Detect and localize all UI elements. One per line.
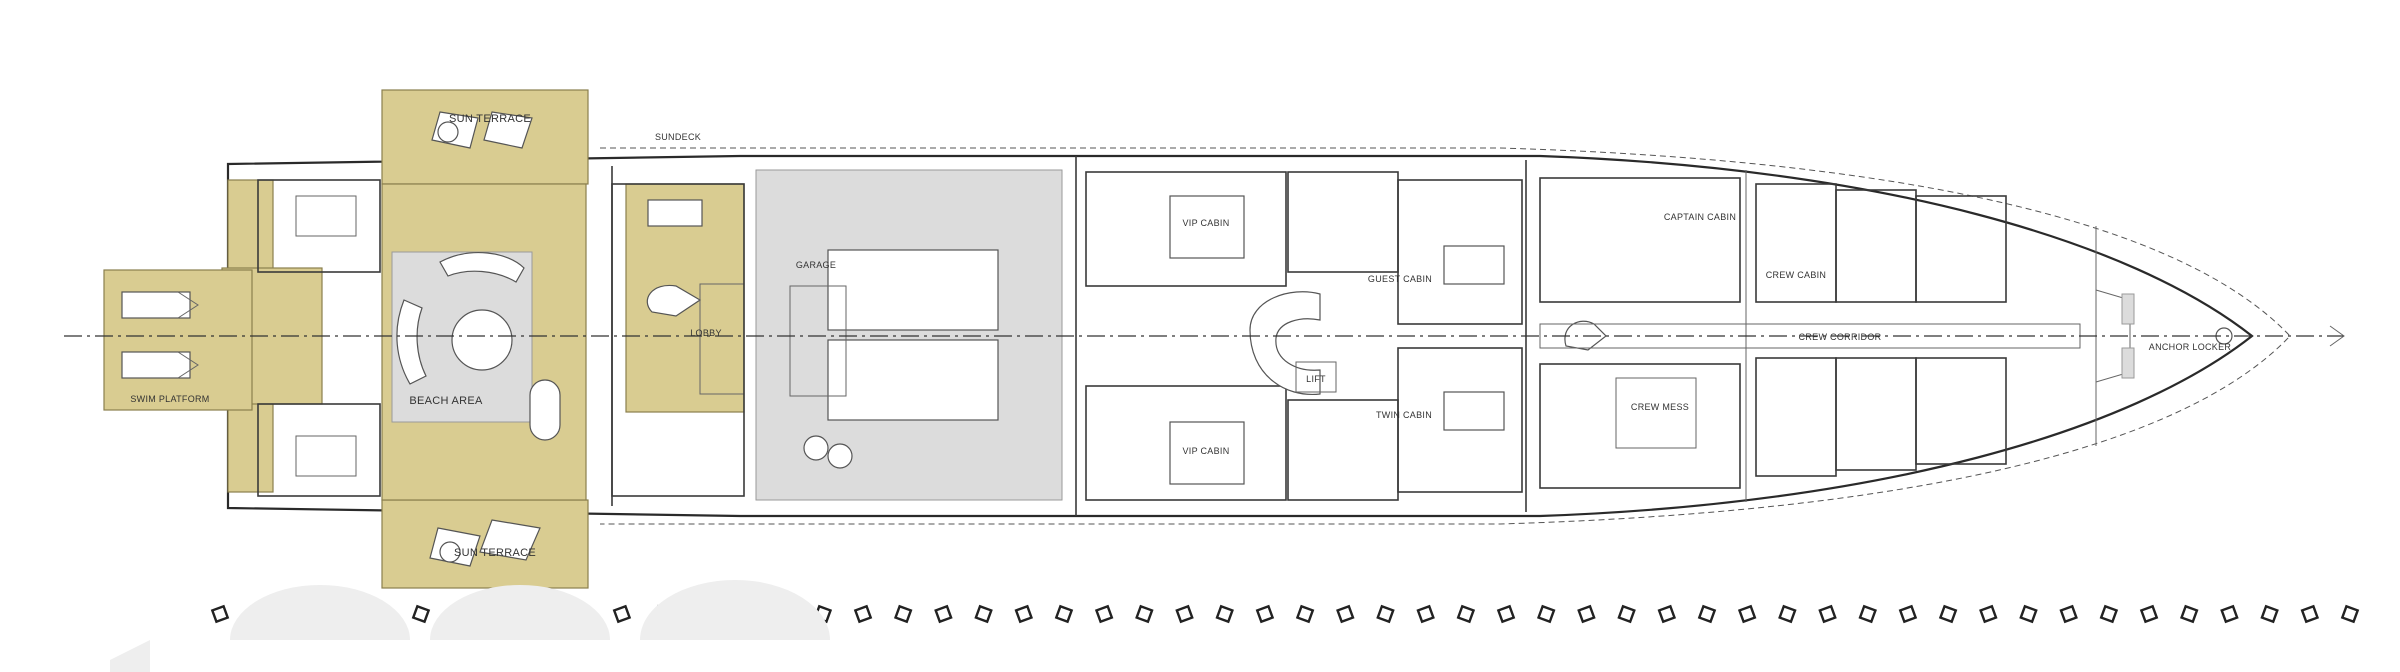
frame-marker (893, 604, 913, 624)
frame-marker (2099, 604, 2119, 624)
garage-area (755, 169, 1063, 501)
guest-cabin-label: GUEST CABIN (1368, 274, 1432, 284)
bed-vip-port (1169, 195, 1245, 259)
frame-marker (2220, 604, 2239, 624)
lift-shaft (1295, 361, 1337, 393)
frame-marker (1898, 604, 1918, 624)
frame-marker (1577, 604, 1596, 624)
frame-marker (1657, 604, 1677, 624)
frame-marker (1054, 604, 1074, 624)
crew-mess-label: CREW MESS (1631, 402, 1689, 412)
frame-marker (1336, 604, 1355, 624)
frame-marker (1938, 604, 1958, 624)
frame-marker (1496, 604, 1516, 624)
sun-terrace-starboard-label: SUN TERRACE (454, 547, 536, 559)
frame-marker (1416, 604, 1435, 624)
frame-marker (612, 604, 632, 624)
bed-guest (1443, 245, 1505, 285)
bed-vip-starboard (1169, 421, 1245, 485)
frame-marker (1617, 604, 1636, 624)
lobby-label: LOBBY (690, 328, 722, 338)
vip-cabin-starboard-label: VIP CABIN (1182, 446, 1229, 456)
frame-marker (1778, 604, 1797, 624)
frame-marker (411, 604, 431, 624)
sun-terrace-port-label: SUN TERRACE (449, 113, 531, 125)
frame-marker (2059, 604, 2078, 624)
frame-marker (1175, 604, 1194, 624)
twin-cabin-label: TWIN CABIN (1376, 410, 1432, 420)
frame-marker (2300, 604, 2320, 624)
frame-marker (210, 604, 230, 624)
frame-marker (1376, 604, 1395, 624)
vip-cabin-port-label: VIP CABIN (1182, 218, 1229, 228)
frame-marker (1858, 604, 1877, 624)
frame-marker (1215, 604, 1234, 624)
crew-mess-table (1615, 377, 1697, 449)
frame-marker (2019, 604, 2038, 624)
frame-marker (1295, 604, 1315, 624)
frame-marker (853, 604, 873, 624)
frame-marker (2180, 604, 2199, 624)
frame-marker (974, 604, 993, 624)
frame-marker (1014, 604, 1034, 624)
aft-platform-label: SWIM PLATFORM (130, 394, 209, 404)
crew-cabin-label: CREW CABIN (1766, 270, 1827, 280)
frame-marker (1818, 604, 1837, 624)
scale-domes (110, 580, 830, 672)
anchor-locker-label: ANCHOR LOCKER (2149, 342, 2232, 352)
frame-marker (1255, 604, 1275, 624)
swim-platform (103, 269, 253, 411)
spiral-stair (646, 284, 702, 317)
frame-marker (2340, 604, 2360, 624)
crew-corridor-label: CREW CORRIDOR (1799, 332, 1882, 342)
frame-marker (1536, 604, 1556, 624)
beach-area-label: BEACH AREA (409, 395, 483, 407)
frame-marker (1979, 604, 1998, 624)
deck-title: SUNDECK (655, 132, 701, 142)
frame-marker (2139, 604, 2159, 624)
round-table (451, 309, 513, 371)
frame-marker (1135, 604, 1154, 624)
frame-marker (2260, 604, 2279, 624)
crew-cabins (1755, 183, 2007, 477)
frame-marker (934, 604, 953, 624)
frame-marker (1697, 604, 1717, 624)
sofa (439, 251, 525, 283)
frame-marker (1456, 604, 1476, 624)
bed-twin (1443, 391, 1505, 431)
lift-label: LIFT (1306, 374, 1326, 384)
captain-cabin-label: CAPTAIN CABIN (1664, 212, 1736, 222)
frame-marker (1737, 604, 1757, 624)
central-spiral-stair (1249, 291, 1321, 396)
garage-label: GARAGE (796, 260, 836, 270)
frame-marker (1094, 604, 1114, 624)
sun-loungers-starboard (429, 519, 541, 567)
sun-loungers-port (431, 111, 533, 149)
